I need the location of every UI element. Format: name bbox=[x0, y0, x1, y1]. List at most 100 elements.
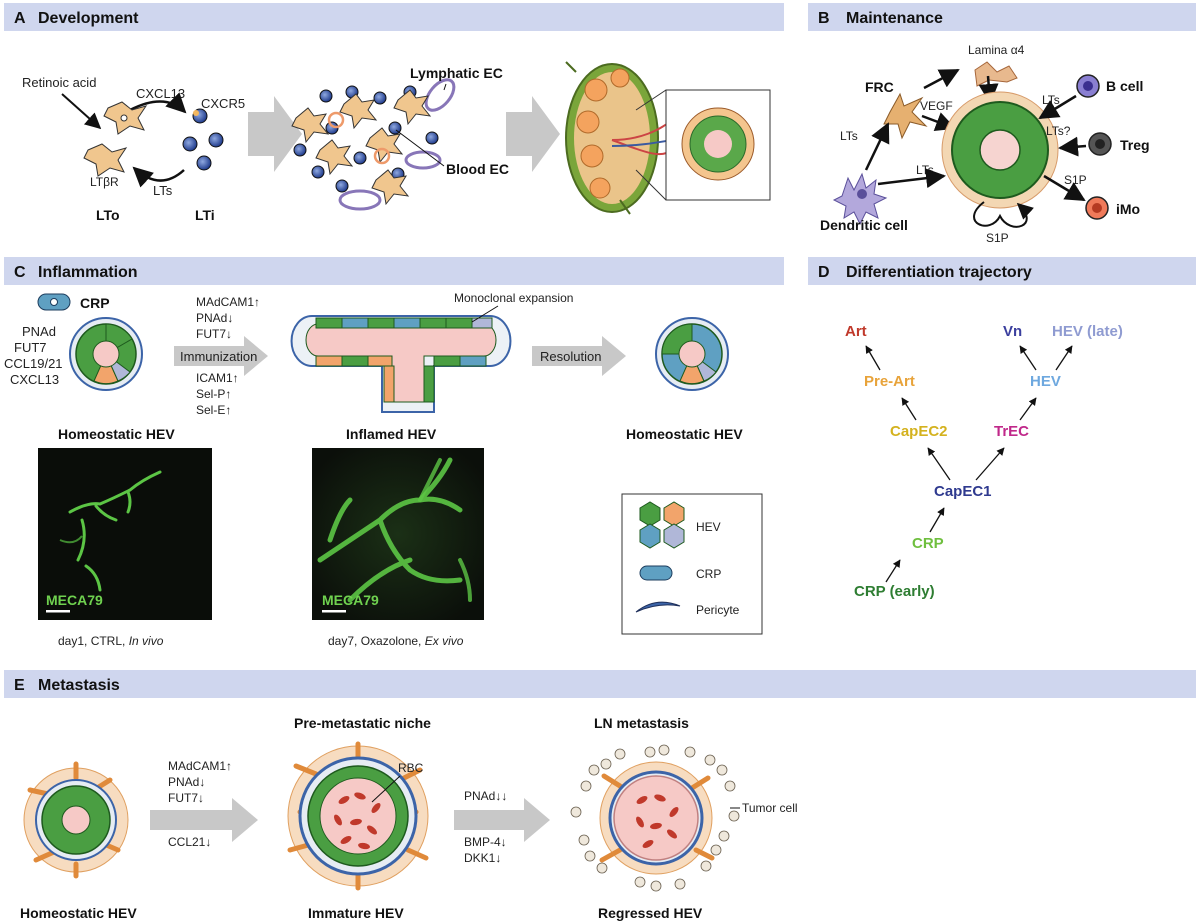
imo-arrow bbox=[1043, 174, 1086, 202]
traj-arrow bbox=[927, 447, 951, 481]
lts-treg-label: LTs? bbox=[1046, 124, 1071, 138]
treg-label: Treg bbox=[1120, 137, 1150, 153]
panel-b-header-band bbox=[808, 3, 1196, 31]
e-up-list-3: FUT7↓ bbox=[168, 791, 204, 805]
traj-arrow bbox=[975, 447, 1005, 481]
crp-label: CRP bbox=[80, 295, 110, 311]
immature-hev-label: Immature HEV bbox=[308, 905, 404, 921]
metastasis-arrow-1 bbox=[150, 798, 258, 842]
panel-b: B Maintenance Lamina α4 FRC VEGF B cell … bbox=[808, 3, 1196, 245]
panel-c-letter: C bbox=[14, 264, 26, 281]
lo-cluster bbox=[291, 78, 456, 211]
progression-arrow-1 bbox=[248, 96, 302, 172]
immunization-label: Immunization bbox=[180, 349, 257, 364]
lts-bcell-label: LTs bbox=[1042, 93, 1060, 107]
cxcl13-arrow bbox=[129, 92, 187, 114]
lamina-label: Lamina α4 bbox=[968, 43, 1025, 57]
panel-a: A Development Retinoic acid CXCL13 LTβR … bbox=[4, 3, 784, 223]
lti-label: LTi bbox=[195, 207, 215, 223]
homeostatic-hev-label-1: Homeostatic HEV bbox=[58, 426, 175, 442]
lymphatic-ec-icon bbox=[424, 78, 456, 112]
legend-pericyte-icon bbox=[635, 601, 681, 613]
dendritic-cell-icon bbox=[832, 172, 888, 226]
panel-a-header-band bbox=[4, 3, 784, 31]
lamina-icon bbox=[974, 61, 1018, 87]
legend-crp-icon bbox=[639, 565, 673, 581]
cxcl13-label: CXCL13 bbox=[136, 86, 185, 101]
ltbr-label: LTβR bbox=[90, 175, 119, 189]
resolution-label: Resolution bbox=[540, 349, 601, 364]
frc-lamina-arrow bbox=[923, 68, 960, 90]
ccl21-label: CCL21↓ bbox=[168, 835, 211, 849]
retinoic-acid-label: Retinoic acid bbox=[22, 75, 96, 90]
lymphatic-ec-icon bbox=[338, 189, 382, 211]
s1p-loop-arrow bbox=[973, 201, 1035, 228]
lti-cell-icon bbox=[182, 136, 198, 152]
monoclonal-label: Monoclonal expansion bbox=[454, 291, 573, 305]
lts-label: LTs bbox=[153, 183, 173, 198]
marker-ccl1921: CCL19/21 bbox=[4, 356, 63, 371]
node-capec2: CapEC2 bbox=[890, 423, 948, 440]
retinoic-arrow bbox=[61, 93, 102, 130]
node-crp-early: CRP (early) bbox=[854, 583, 935, 600]
node-pre-art: Pre-Art bbox=[864, 373, 915, 390]
s1p-label-1: S1P bbox=[1064, 173, 1087, 187]
node-hev-late: HEV (late) bbox=[1052, 323, 1123, 340]
panel-e-title: Metastasis bbox=[38, 677, 120, 694]
homeostatic-hev-icon-2 bbox=[655, 317, 729, 391]
tumor-cell-label: Tumor cell bbox=[742, 801, 798, 815]
homeostatic-hev-icon-1 bbox=[69, 317, 143, 391]
frc-cell-icon bbox=[883, 92, 928, 140]
marker-pnad: PNAd bbox=[22, 324, 56, 339]
homeostatic-hev-label-2: Homeostatic HEV bbox=[626, 426, 743, 442]
panel-e-letter: E bbox=[14, 677, 25, 694]
node-art: Art bbox=[845, 323, 867, 340]
immature-hev-icon bbox=[287, 741, 429, 891]
inset-hev-icon bbox=[681, 107, 755, 181]
lts-arrow bbox=[132, 166, 185, 188]
marker-cxcl13: CXCL13 bbox=[10, 372, 59, 387]
bmp-label: BMP-4↓ bbox=[464, 835, 507, 849]
inflamed-hev-vessel bbox=[290, 315, 512, 413]
traj-arrow bbox=[1019, 397, 1037, 421]
panel-d: D Differentiation trajectory Art Pre-Art… bbox=[808, 257, 1196, 600]
bcell-arrow bbox=[1038, 94, 1077, 120]
lto-nucleus bbox=[120, 114, 128, 122]
down-list-2: Sel-P↑ bbox=[196, 387, 231, 401]
e-homeostatic-hev-label: Homeostatic HEV bbox=[20, 905, 137, 921]
panel-d-title: Differentiation trajectory bbox=[846, 264, 1032, 281]
caption-in-vivo: day1, CTRL, In vivo bbox=[58, 634, 164, 648]
metastasis-homeostatic-hev-icon bbox=[23, 761, 129, 879]
traj-arrow bbox=[1019, 345, 1037, 371]
micrograph-ex-vivo bbox=[312, 448, 484, 620]
immunization-arrow bbox=[174, 336, 268, 376]
lti-cell-icon bbox=[196, 155, 212, 171]
ln-metastasis-label: LN metastasis bbox=[594, 715, 689, 731]
panel-a-title: Development bbox=[38, 10, 139, 27]
panel-e-header-band bbox=[4, 670, 1196, 698]
panel-e: E Metastasis MAdCAM1↑ PNAd↓ FUT7↓ CCL21↓… bbox=[4, 670, 1196, 921]
maintenance-hev-icon bbox=[941, 91, 1059, 209]
down-list-1: ICAM1↑ bbox=[196, 371, 239, 385]
pre-metastatic-label: Pre-metastatic niche bbox=[294, 715, 431, 731]
lto-label: LTo bbox=[96, 207, 120, 223]
panel-b-letter: B bbox=[818, 10, 830, 27]
meca79-label-2: MECA79 bbox=[322, 592, 379, 608]
legend-hev-icon-4 bbox=[663, 523, 685, 549]
panel-c-title: Inflammation bbox=[38, 264, 138, 281]
b-cell-label: B cell bbox=[1106, 78, 1143, 94]
lymph-node-illustration bbox=[565, 61, 673, 215]
marker-fut7: FUT7 bbox=[14, 340, 47, 355]
traj-arrow bbox=[901, 397, 917, 421]
node-capec1: CapEC1 bbox=[934, 483, 992, 500]
rbc-leader bbox=[371, 775, 401, 803]
legend-pericyte-label: Pericyte bbox=[696, 603, 740, 617]
panel-d-header-band bbox=[808, 257, 1196, 285]
lts-dc-label: LTs bbox=[916, 163, 934, 177]
up-list-3: FUT7↓ bbox=[196, 327, 232, 341]
traj-arrow bbox=[865, 345, 881, 371]
blood-ec-leader bbox=[395, 129, 445, 167]
frc-label: FRC bbox=[865, 79, 894, 95]
rbc-label: RBC bbox=[398, 761, 424, 775]
